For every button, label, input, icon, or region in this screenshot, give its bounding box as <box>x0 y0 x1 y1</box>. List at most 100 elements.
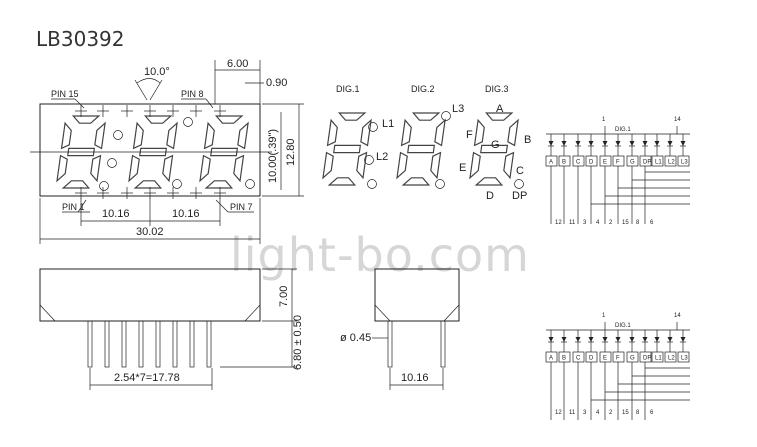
svg-text:DIG.1: DIG.1 <box>615 323 631 329</box>
dp-dot <box>99 181 109 191</box>
segment <box>396 151 408 180</box>
segment <box>61 180 91 189</box>
segment <box>326 118 338 147</box>
svg-text:L3: L3 <box>681 356 688 362</box>
indicator-dot <box>183 117 193 127</box>
seg-d-label: D <box>486 190 494 202</box>
pin15-label: PIN 15 <box>51 89 79 99</box>
svg-text:A: A <box>549 160 553 166</box>
segment <box>71 115 101 124</box>
segment <box>199 154 211 183</box>
segment <box>214 115 244 124</box>
svg-text:G: G <box>630 356 635 362</box>
part-number: LB30392 <box>36 27 125 51</box>
pin-length-label: 6.80 ± 0.50 <box>292 315 304 370</box>
dig3-label: DIG.3 <box>485 84 509 94</box>
svg-text:12: 12 <box>555 410 562 416</box>
seg-f-label: F <box>466 129 473 141</box>
segment <box>132 121 144 150</box>
segment <box>322 151 334 180</box>
end-depth-label: 10.16 <box>401 372 429 384</box>
segment <box>474 177 504 186</box>
svg-text:DP: DP <box>643 356 651 362</box>
svg-text:C: C <box>576 160 581 166</box>
segment <box>166 121 178 150</box>
seg-c-label: C <box>516 165 524 177</box>
svg-text:14: 14 <box>674 313 681 319</box>
segment <box>473 118 485 147</box>
pitch2-label: 10.16 <box>172 208 200 220</box>
segment <box>327 177 357 186</box>
map-digits <box>322 112 519 186</box>
segment <box>430 151 442 180</box>
seg-b-label: B <box>524 134 531 146</box>
segment <box>60 121 72 150</box>
segment <box>407 144 436 154</box>
svg-text:F: F <box>616 356 620 362</box>
svg-text:15: 15 <box>622 410 629 416</box>
svg-text:4: 4 <box>596 410 600 416</box>
segment <box>133 180 163 189</box>
segment <box>94 121 106 150</box>
svg-text:L2: L2 <box>668 160 675 166</box>
svg-text:L1: L1 <box>655 356 662 362</box>
svg-text:12: 12 <box>555 220 562 226</box>
pin8-label: PIN 8 <box>181 89 204 99</box>
seg-g-label: G <box>491 139 500 151</box>
svg-text:2: 2 <box>609 410 613 416</box>
pin-pitch-label: 2.54*7=17.78 <box>114 372 180 384</box>
side-view: 7.00 6.80 ± 0.50 2.54*7=17.78 <box>39 268 304 390</box>
svg-text:E: E <box>603 160 607 166</box>
body-depth-label: 7.00 <box>278 286 290 307</box>
segment <box>411 112 441 121</box>
segment <box>210 147 239 157</box>
segment-width-label: 0.90 <box>266 77 287 89</box>
segment <box>469 151 481 180</box>
segment <box>337 112 367 121</box>
end-view: ø 0.45 10.16 <box>340 268 460 390</box>
segment <box>401 177 431 186</box>
pin-diameter-label: ø 0.45 <box>340 332 371 344</box>
l2-label: L2 <box>376 151 388 163</box>
svg-text:8: 8 <box>636 410 640 416</box>
pitch1-label: 10.16 <box>102 208 130 220</box>
segment <box>484 112 514 121</box>
segment <box>203 121 215 150</box>
segment <box>507 118 519 147</box>
svg-text:2: 2 <box>609 220 613 226</box>
segment <box>128 154 140 183</box>
svg-text:DP: DP <box>643 160 651 166</box>
segment <box>360 118 372 147</box>
pitch-top-label: 6.00 <box>227 58 248 70</box>
svg-text:L3: L3 <box>681 160 688 166</box>
svg-text:11: 11 <box>569 410 576 416</box>
indicator-dot <box>113 130 123 140</box>
front-digits <box>56 115 249 189</box>
svg-text:C: C <box>576 356 581 362</box>
svg-text:L2: L2 <box>668 356 675 362</box>
segment <box>139 147 168 157</box>
segment-map: DIG.1 DIG.2 DIG.3 L1 L2 L3 A B C D E F G… <box>322 84 531 202</box>
pin-markers <box>75 105 226 199</box>
svg-text:B: B <box>562 160 566 166</box>
svg-text:14: 14 <box>674 117 681 123</box>
width-label: 30.02 <box>136 226 164 238</box>
seg-e-label: E <box>459 162 466 174</box>
segment <box>56 154 68 183</box>
indicator-dot <box>107 158 117 168</box>
svg-text:1: 1 <box>602 117 606 123</box>
l3-label: L3 <box>452 103 464 115</box>
dp-dot <box>245 179 255 189</box>
digit-height-label: 10.00(.39") <box>267 129 279 183</box>
segment <box>143 115 173 124</box>
svg-text:G: G <box>630 160 635 166</box>
dig2-label: DIG.2 <box>411 84 435 94</box>
segment <box>434 118 446 147</box>
segment <box>400 118 412 147</box>
svg-text:11: 11 <box>569 220 576 226</box>
svg-text:8: 8 <box>636 220 640 226</box>
l1-label: L1 <box>382 118 394 130</box>
